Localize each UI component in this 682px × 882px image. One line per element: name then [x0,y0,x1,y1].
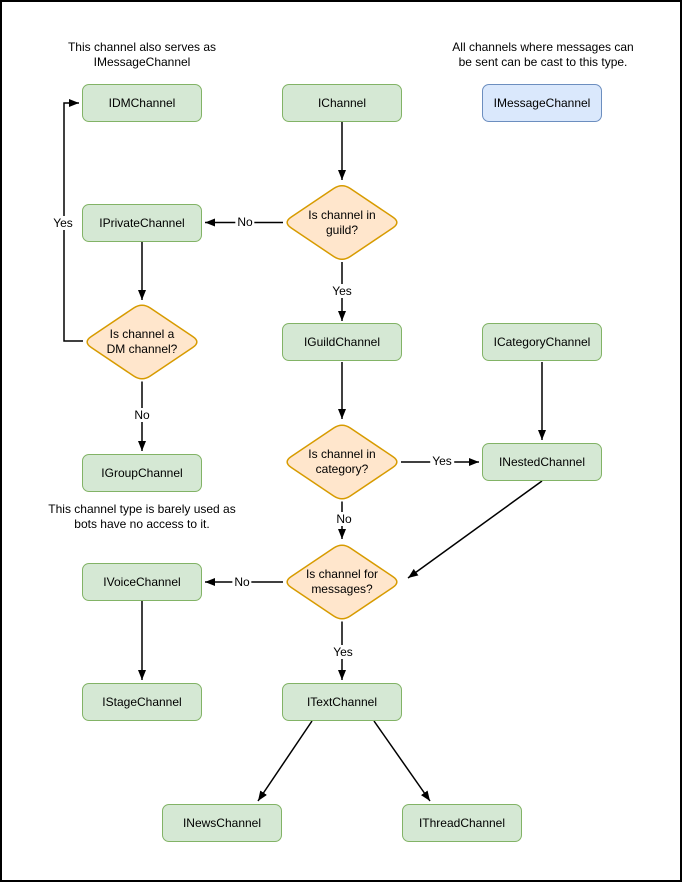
note-message-channel: All channels where messages can be sent … [452,40,634,69]
node-ichannel: IChannel [282,84,402,122]
node-inewschannel: INewsChannel [162,804,282,842]
decision-is-channel-in-guild: Is channel in guild? [308,208,376,237]
edge-label-category-yes: Yes [430,454,454,468]
node-ivoicechannel: IVoiceChannel [82,563,202,601]
edge-itextchannel-to-ithreadchannel [373,720,431,802]
node-ithreadchannel: IThreadChannel [402,804,522,842]
edge-label-dm-no: No [132,408,152,422]
node-istagechannel: IStageChannel [82,683,202,721]
edge-label-guild-yes: Yes [330,284,354,298]
decision-is-channel-a-dm-channel: Is channel a DM channel? [106,327,178,356]
note-group-channel: This channel type is barely used as bots… [48,502,236,531]
edge-label-dm-yes: Yes [51,216,75,230]
edge-inestedchannel-to-messages-decision [407,480,543,579]
node-itextchannel: ITextChannel [282,683,402,721]
decision-is-channel-in-category: Is channel in category? [308,447,376,476]
node-imessagechannel: IMessageChannel [482,84,602,122]
edge-label-category-no: No [334,512,354,526]
node-icategorychannel: ICategoryChannel [482,323,602,361]
node-inestedchannel: INestedChannel [482,443,602,481]
node-iprivatechannel: IPrivateChannel [82,204,202,242]
edge-label-messages-yes: Yes [331,645,355,659]
node-idmchannel: IDMChannel [82,84,202,122]
edge-label-messages-no: No [232,575,252,589]
node-iguildchannel: IGuildChannel [282,323,402,361]
edge-itextchannel-to-inewschannel [257,720,313,802]
edge-label-guild-no: No [235,215,255,229]
decision-is-channel-for-messages: Is channel for messages? [305,567,379,596]
note-dm-channel: This channel also serves as IMessageChan… [67,40,217,69]
node-igroupchannel: IGroupChannel [82,454,202,492]
